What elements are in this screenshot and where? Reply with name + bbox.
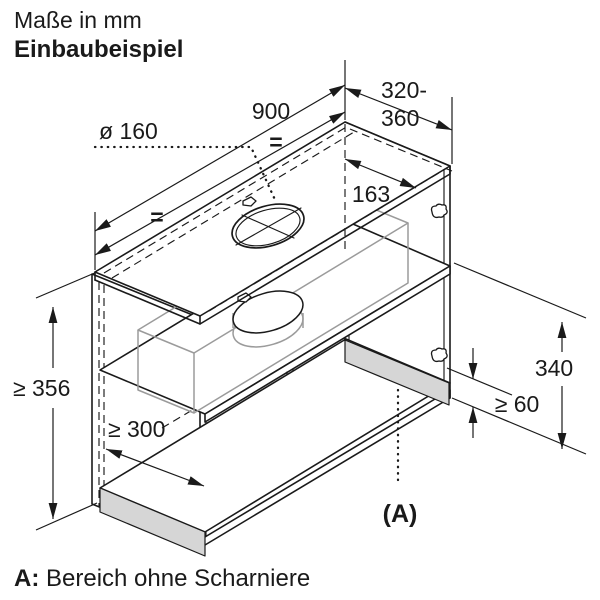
legend-note: A: Bereich ohne Scharniere <box>14 565 310 593</box>
dim-right-height: 340 <box>535 355 573 381</box>
hinge-icon <box>430 347 448 363</box>
area-marker: (A) <box>383 500 418 528</box>
dim-depth-1: 320- <box>381 77 427 103</box>
dim-center-to-front: 163 <box>352 181 390 207</box>
dimension-annotations: 900 = = 320- 360 ø 160 163 ≥ 356 ≥ 300 <box>13 60 587 531</box>
dim-equal-left: = <box>150 204 163 230</box>
dim-equal-top: = <box>269 129 282 155</box>
dim-hinge-clearance: ≥ 60 <box>495 391 540 417</box>
page-title: Maße in mm Einbaubeispiel <box>14 6 183 66</box>
diagram-title: Einbaubeispiel <box>14 36 184 64</box>
hinge-icon <box>430 203 448 219</box>
dim-hole-diameter: ø 160 <box>99 118 158 144</box>
dim-depth-2: 360 <box>381 105 419 131</box>
dim-width: 900 <box>252 98 290 124</box>
bottom-left-shaded-face <box>99 487 206 557</box>
hinge-free-area <box>344 339 450 406</box>
legend-text: Bereich ohne Scharniere <box>46 565 311 592</box>
dim-bottom-depth: ≥ 300 <box>108 416 165 442</box>
legend-marker: A: <box>14 565 40 592</box>
units-note: Maße in mm <box>14 7 142 33</box>
dim-left-height: ≥ 356 <box>13 375 70 401</box>
